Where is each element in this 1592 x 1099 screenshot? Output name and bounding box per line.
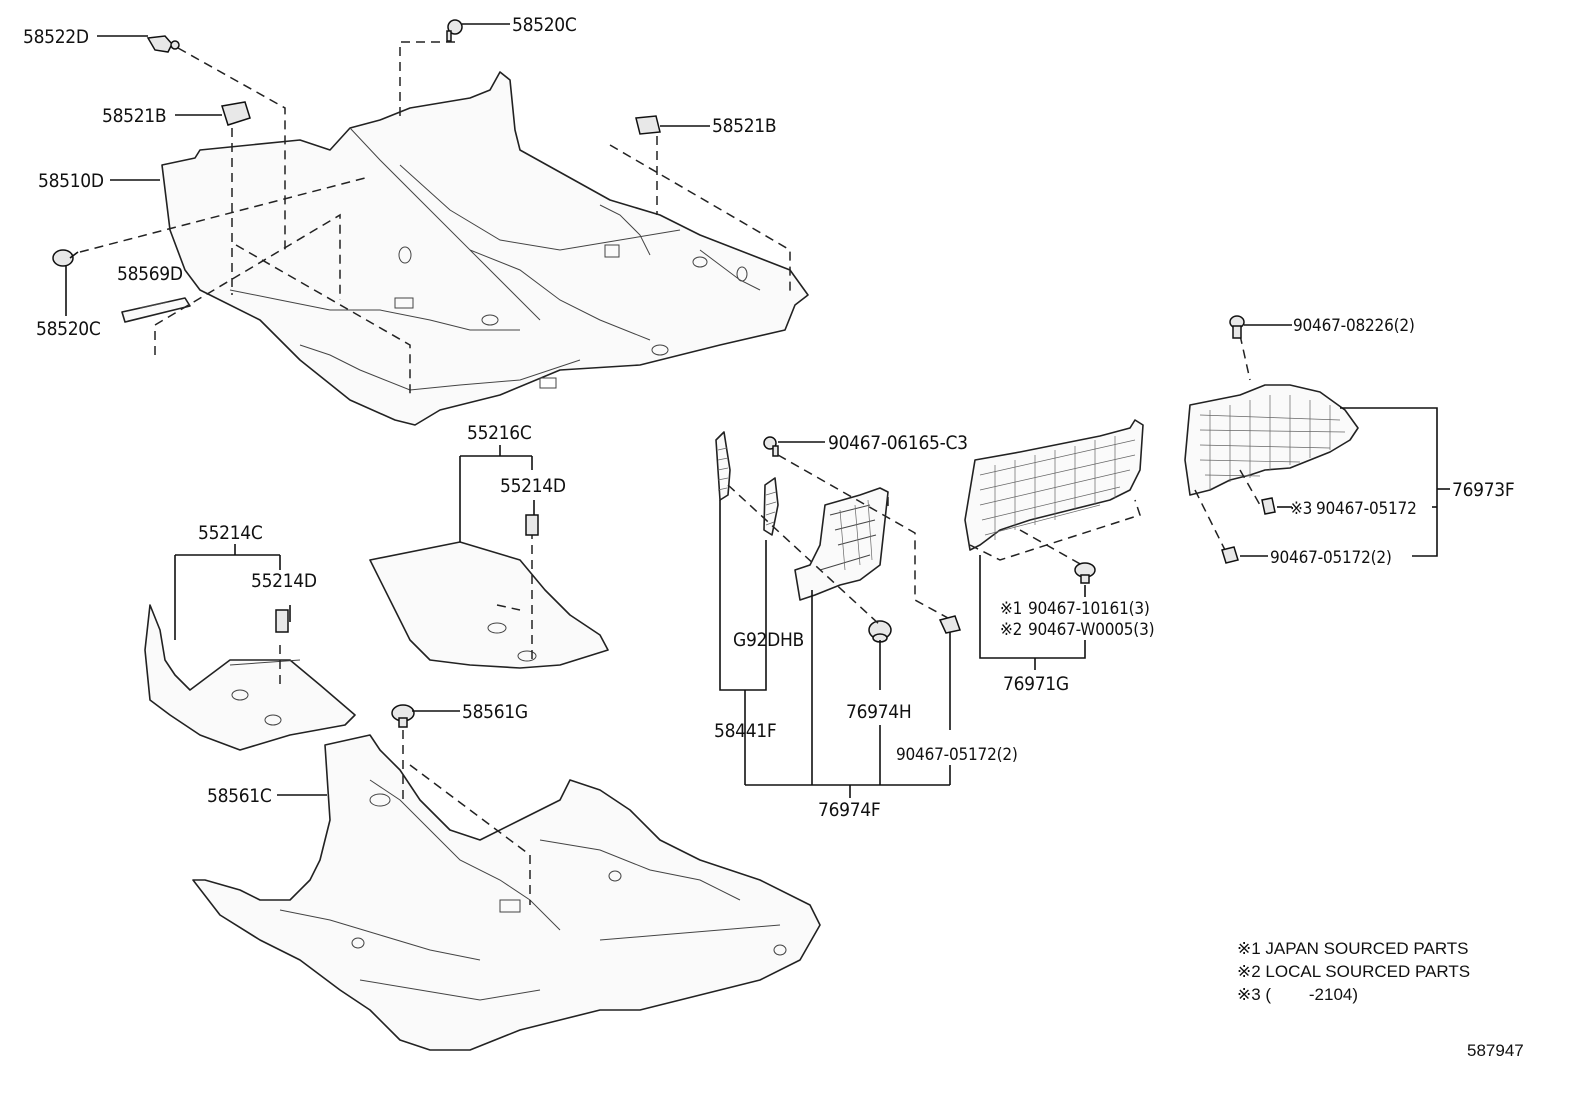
label-90467-10161-3: 90467-10161(3)	[1028, 599, 1150, 619]
floor-carpet-58510d-drawing	[161, 71, 809, 426]
label-g92dhb: G92DHB	[733, 629, 804, 651]
note-local-sourced: ※2 LOCAL SOURCED PARTS	[1237, 962, 1470, 981]
floor-carpet-58561c-drawing	[192, 730, 821, 1051]
label-55214d-left: 55214D	[251, 570, 317, 592]
clip-90467-08226-drawing	[1229, 315, 1245, 339]
label-90467-08226-2: 90467-08226(2)	[1293, 316, 1415, 336]
leader-lines-mid-left	[277, 500, 535, 796]
panel-76974f-drawing	[794, 487, 889, 601]
label-58510d: 58510D	[38, 170, 104, 192]
leader-lines-76974f	[719, 441, 951, 798]
panel-76973f-drawing	[1184, 334, 1359, 551]
mat-55214c-drawing	[144, 604, 356, 751]
diagram-id: 587947	[1467, 1041, 1524, 1060]
panel-76971g-drawing	[964, 419, 1144, 566]
clip-58521b-left-drawing	[221, 101, 251, 126]
clip-90467-06165-c3-drawing	[763, 436, 779, 457]
label-58561c: 58561C	[207, 785, 272, 807]
clip-58522d-drawing	[146, 35, 180, 53]
label-58521b-left: 58521B	[102, 105, 166, 127]
bracket-76971g	[979, 555, 1086, 670]
scuff-strip-58569d-drawing	[121, 297, 191, 323]
marker-1: ※1	[1000, 599, 1022, 619]
label-76973f: 76973F	[1452, 479, 1514, 501]
clip-58561g-drawing	[391, 704, 415, 728]
clip-58520c-left-drawing	[52, 249, 79, 267]
label-58521b-right: 58521B	[712, 115, 776, 137]
clip-76974h-drawing	[868, 620, 892, 643]
label-76974f: 76974F	[818, 799, 880, 821]
label-58441f: 58441F	[714, 720, 776, 742]
label-90467-06165-c3: 90467-06165-C3	[828, 432, 968, 454]
label-90467-05172-2-mid: 90467-05172(2)	[896, 745, 1018, 765]
mat-55216c-drawing	[369, 515, 609, 669]
note-date-range: ※3 ( -2104)	[1237, 985, 1358, 1004]
label-90467-w0005-3: 90467-W0005(3)	[1028, 620, 1154, 640]
leader-lines-76973f	[1240, 324, 1450, 557]
dashed-guides-mid-right	[727, 454, 949, 626]
label-58520c-top: 58520C	[512, 14, 577, 36]
label-58522d: 58522D	[23, 26, 89, 48]
pad-58441f-drawing	[715, 431, 731, 501]
label-90467-05172-s3: 90467-05172	[1316, 499, 1417, 519]
label-58561g: 58561G	[462, 701, 528, 723]
label-58520c-left: 58520C	[36, 318, 101, 340]
label-58569d: 58569D	[117, 263, 183, 285]
label-76974h: 76974H	[846, 701, 911, 723]
bracket-55214c	[174, 544, 281, 640]
marker-2: ※2	[1000, 620, 1022, 640]
clip-90467-05172-s3-drawing	[1261, 497, 1276, 515]
label-55216c: 55216C	[467, 422, 532, 444]
clip-58521b-right-drawing	[635, 115, 661, 135]
clip-90467-05172-mid-drawing	[938, 615, 961, 634]
label-55214d-right: 55214D	[500, 475, 566, 497]
dashed-guides-top	[79, 41, 791, 395]
clip-90467-05172-right-drawing	[1221, 546, 1239, 564]
label-76971g: 76971G	[1003, 673, 1069, 695]
clip-55214d-left-drawing	[275, 609, 289, 633]
label-90467-05172-2-right: 90467-05172(2)	[1270, 548, 1392, 568]
note-japan-sourced: ※1 JAPAN SOURCED PARTS	[1237, 939, 1469, 958]
clip-58520c-top-drawing	[446, 19, 463, 42]
leader-lines-top	[65, 23, 710, 316]
bracket-55216c	[459, 445, 533, 542]
label-55214c: 55214C	[198, 522, 263, 544]
pad-g92dhb-drawing	[763, 477, 779, 536]
clip-55214d-right-drawing	[525, 514, 539, 536]
marker-3: ※3	[1290, 499, 1312, 519]
clip-90467-10161-drawing	[1074, 562, 1096, 584]
